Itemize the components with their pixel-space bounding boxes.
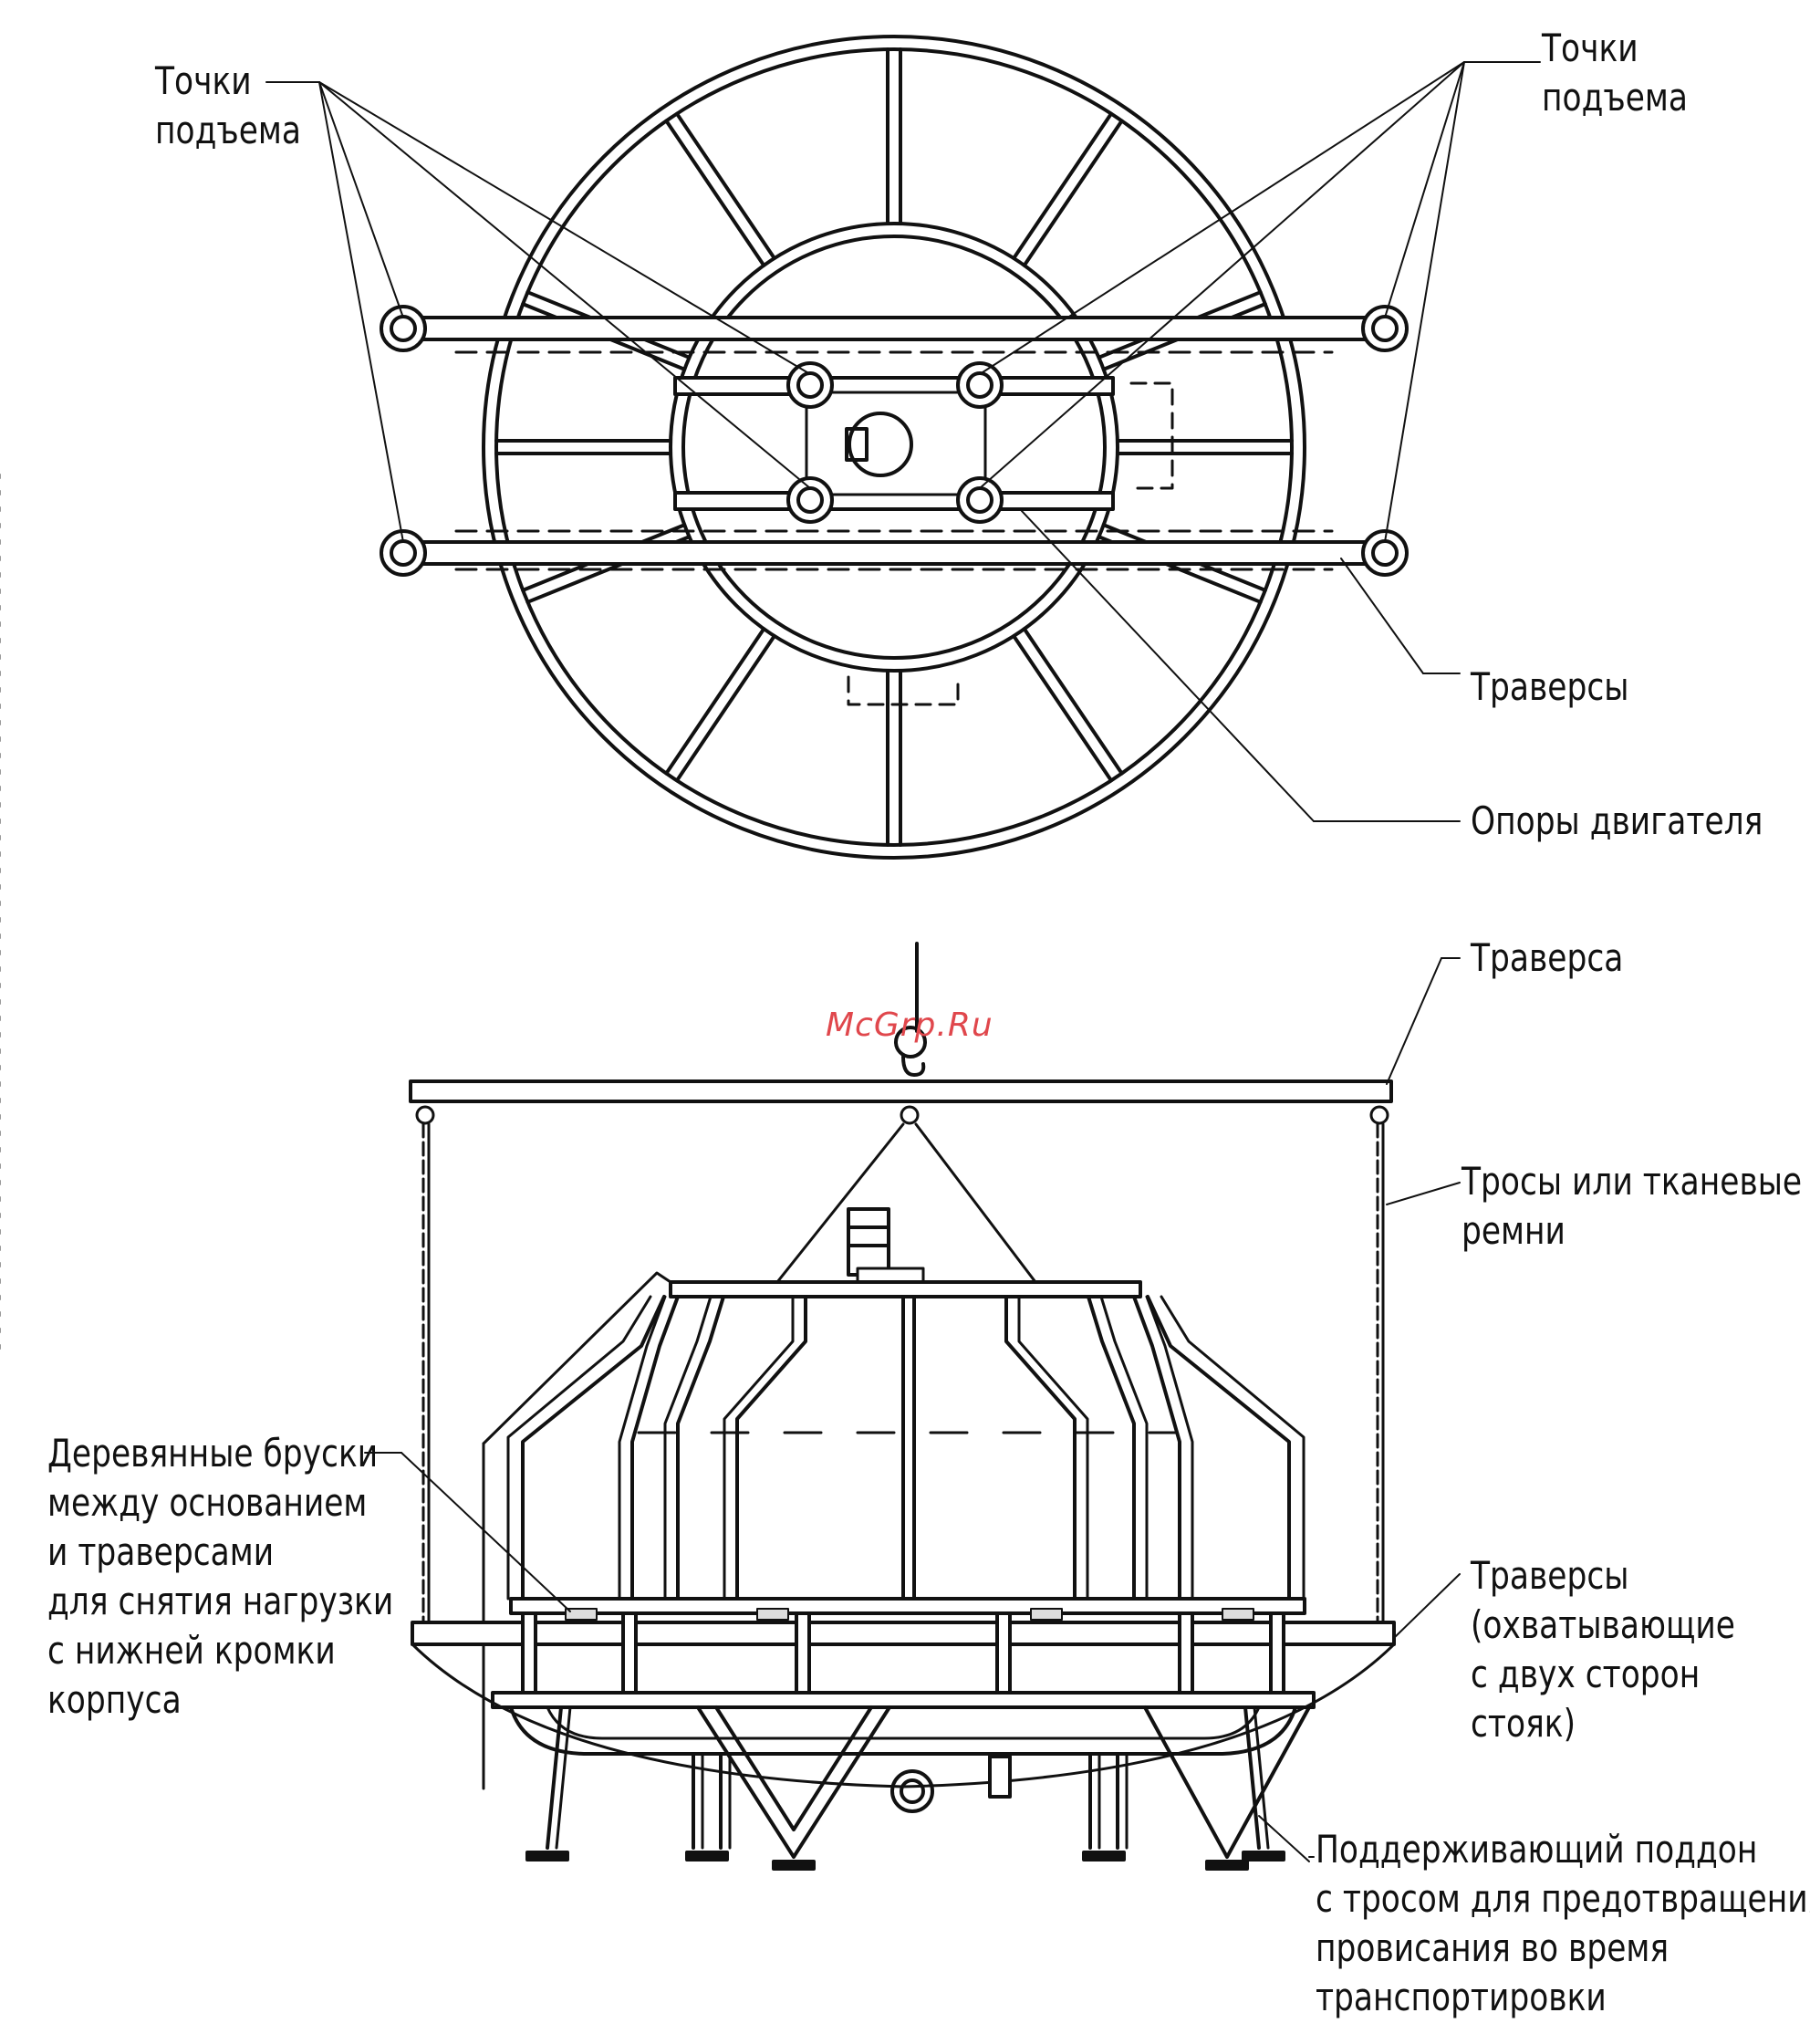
label-wooden-bars: Деревянные бруски между основанием и тра… xyxy=(47,1431,394,1722)
inner-ring xyxy=(669,222,1119,673)
label-lift-points-right: Точки подъема xyxy=(1542,26,1689,120)
basin-post xyxy=(1178,1611,1194,1695)
casing-outer-edge-2 xyxy=(506,1295,652,1601)
watermark: McGrp.Ru xyxy=(826,1006,993,1044)
spoke-line xyxy=(1012,111,1114,260)
casing-rib xyxy=(1132,1295,1181,1601)
leg-edge xyxy=(1253,1705,1270,1850)
lift-ring xyxy=(786,476,834,524)
support-legs xyxy=(525,1705,1285,1871)
radial-spokes xyxy=(494,47,1294,847)
basin-upper-flange xyxy=(509,1597,1306,1615)
lift-ring xyxy=(956,361,1004,409)
crane-hook xyxy=(894,942,927,1077)
basin-lower-flange xyxy=(491,1691,1316,1709)
casing-rib xyxy=(676,1295,725,1601)
fan-motor xyxy=(847,1207,925,1287)
lift-point-rings xyxy=(380,305,1409,577)
basin-post xyxy=(995,1611,1012,1695)
label-traverses-top: Траверсы xyxy=(1471,664,1629,709)
wooden-blocks xyxy=(565,1608,1254,1621)
leg-foot xyxy=(685,1851,729,1862)
basin-post xyxy=(1269,1611,1285,1695)
casing-outer-edge xyxy=(521,1295,666,1601)
casing-rib-edge xyxy=(618,1295,667,1601)
bottom-traverses xyxy=(411,1621,1396,1646)
hanging-ropes xyxy=(415,1105,1461,1624)
leg-foot xyxy=(525,1851,569,1862)
basin-post xyxy=(795,1611,811,1695)
label-traverse-bar: Траверса xyxy=(1471,935,1624,980)
casing-outer-edge-2 xyxy=(1160,1295,1305,1601)
spoke-line xyxy=(1022,119,1124,267)
spoke-line xyxy=(674,634,776,783)
lift-ring xyxy=(1361,305,1409,352)
tower-casing xyxy=(506,1295,1305,1601)
casing-rib-edge xyxy=(1099,1295,1149,1601)
casing-outer-edge xyxy=(1146,1295,1291,1601)
label-lift-points-left: Точки подъема xyxy=(155,58,302,152)
leg xyxy=(546,1705,563,1850)
basin-post xyxy=(521,1611,537,1695)
leg-foot xyxy=(1242,1851,1285,1862)
leader-lines-side xyxy=(364,1452,1461,1862)
casing-rib xyxy=(630,1295,680,1601)
v-braces xyxy=(696,1705,1311,1859)
engine-support-beams xyxy=(673,376,1174,706)
casing-rib-edge xyxy=(1145,1295,1194,1601)
spoke-line xyxy=(664,119,766,267)
lift-ring xyxy=(1361,529,1409,577)
leg-foot xyxy=(772,1860,816,1871)
casing-rib xyxy=(1087,1295,1136,1601)
casing-rib-edge xyxy=(663,1295,713,1601)
leg-foot xyxy=(1082,1851,1126,1862)
spoke-line xyxy=(664,627,766,776)
casing-rib xyxy=(1004,1295,1077,1601)
label-ropes: Тросы или тканевые ремни xyxy=(1462,1159,1803,1253)
top-view xyxy=(265,35,1541,860)
traverse-bar xyxy=(409,1079,1393,1103)
side-view xyxy=(0,474,1461,1871)
lift-ring xyxy=(786,361,834,409)
leg-foot xyxy=(1205,1860,1249,1871)
basin-post xyxy=(621,1611,638,1695)
lift-ring xyxy=(380,529,427,577)
lift-ring xyxy=(380,305,427,352)
top-traverses xyxy=(400,316,1389,571)
leg-edge xyxy=(555,1705,572,1850)
spoke-line xyxy=(674,111,776,260)
drain-pipe xyxy=(890,1769,934,1813)
basin-posts xyxy=(521,1611,1285,1695)
leader-lines-top xyxy=(265,61,1541,822)
basin-tub xyxy=(509,1705,1297,1756)
label-traverses-bottom: Траверсы (охватывающие с двух сторон сто… xyxy=(1471,1553,1735,1746)
casing-rib-edge xyxy=(723,1295,795,1601)
label-engine-supports: Опоры двигателя xyxy=(1471,798,1763,843)
spoke-line xyxy=(1012,634,1114,783)
label-support-pallet: Поддерживающий поддон с тросом для предо… xyxy=(1316,1827,1810,2019)
spoke-line xyxy=(1022,627,1124,776)
lift-ring xyxy=(956,476,1004,524)
leg xyxy=(1243,1705,1261,1850)
outer-ring xyxy=(482,35,1306,860)
casing-rib xyxy=(735,1295,807,1601)
casing-rib-edge xyxy=(1017,1295,1089,1601)
tower-top-deck xyxy=(669,1280,1142,1298)
